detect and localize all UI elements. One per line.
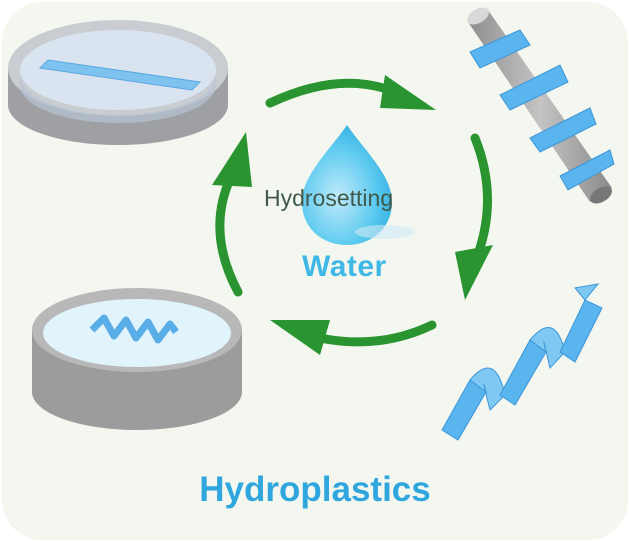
arrowhead-right — [455, 245, 493, 300]
rod-with-ribbon — [467, 7, 615, 204]
water-label: Water — [302, 250, 387, 283]
arrow-top — [265, 78, 400, 108]
arrow-bottom — [315, 320, 437, 347]
cycle-arrows — [215, 78, 492, 347]
flat-helix — [89, 314, 179, 344]
diagram-title: Hydroplastics — [199, 470, 431, 509]
arrowhead-left — [212, 132, 252, 187]
arrowhead-bottom — [270, 320, 330, 355]
water-drop-icon — [302, 125, 392, 245]
helical-ribbon — [441, 283, 603, 441]
dish-helix — [32, 288, 242, 430]
arrowhead-top — [380, 75, 436, 110]
arrow-left — [215, 170, 243, 297]
arrowheads — [212, 75, 493, 355]
flat-strip — [38, 59, 202, 91]
dish-flat-strip — [8, 20, 228, 145]
hydrosetting-label: Hydrosetting — [264, 185, 394, 211]
